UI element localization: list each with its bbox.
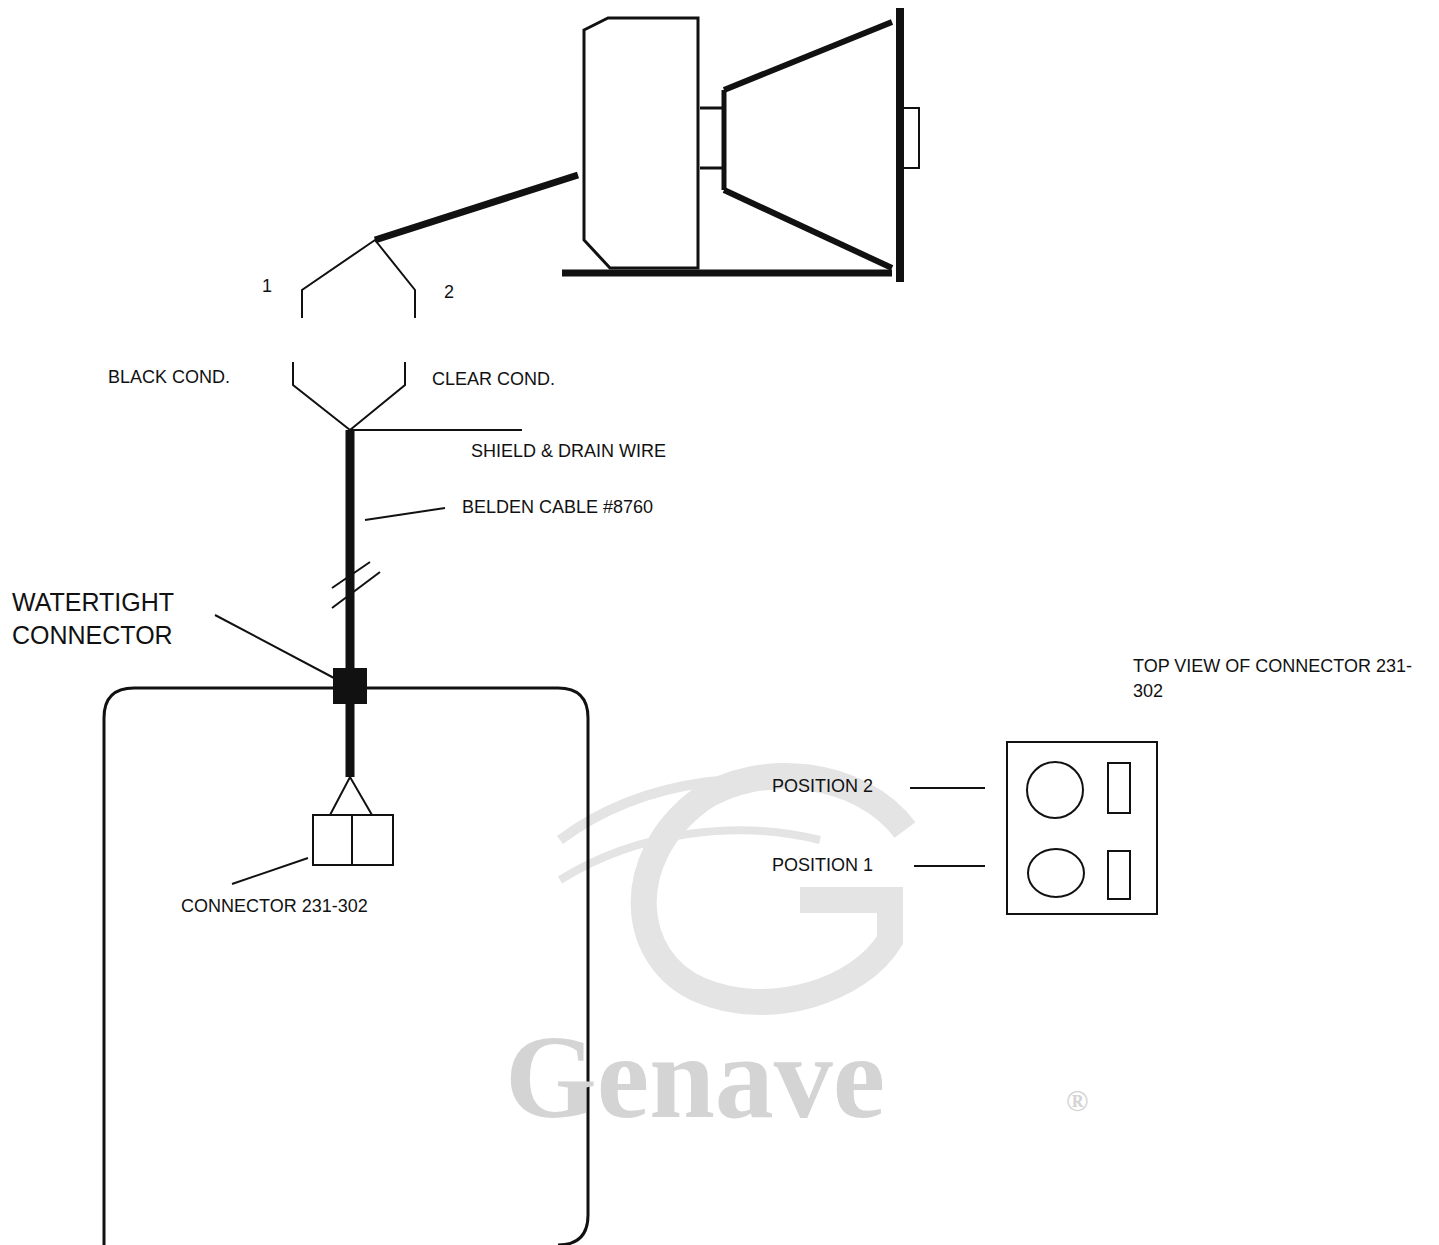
- leader-line: [910, 787, 985, 789]
- logo-watermark: [560, 776, 905, 1002]
- conductor-label: CLEAR COND.: [432, 369, 555, 391]
- connector-face: [1008, 743, 1156, 913]
- blade-socket: [1108, 851, 1130, 899]
- wire-label: SHIELD & DRAIN WIRE: [471, 441, 666, 463]
- pin-socket: [1028, 849, 1084, 897]
- position-label: POSITION 1: [772, 855, 873, 877]
- cable-conductors: [293, 362, 522, 777]
- speaker-lead: [302, 175, 578, 318]
- leader-line: [914, 865, 985, 867]
- pin-socket: [1027, 762, 1083, 818]
- callout-number: 2: [444, 282, 454, 304]
- connector-231-302: [232, 777, 393, 884]
- leader-line: [215, 615, 334, 678]
- position-label: POSITION 2: [772, 776, 873, 798]
- callout-number: 1: [262, 276, 272, 298]
- watermark: Genave: [505, 1010, 885, 1146]
- watertight-connector: [333, 668, 367, 704]
- blade-socket: [1108, 763, 1130, 813]
- watermark-mark: ®: [1066, 1084, 1088, 1118]
- speaker: [562, 8, 919, 282]
- connector-top-view: TOP VIEW OF CONNECTOR 231-302: [1006, 741, 1158, 915]
- connector-label: WATERTIGHT CONNECTOR: [12, 586, 217, 651]
- connector-label: CONNECTOR 231-302: [181, 896, 368, 918]
- cable-label: BELDEN CABLE #8760: [462, 497, 653, 519]
- conductor-label: BLACK COND.: [108, 367, 230, 389]
- enclosure: [104, 688, 588, 1245]
- view-heading: TOP VIEW OF CONNECTOR 231-302: [1133, 654, 1429, 703]
